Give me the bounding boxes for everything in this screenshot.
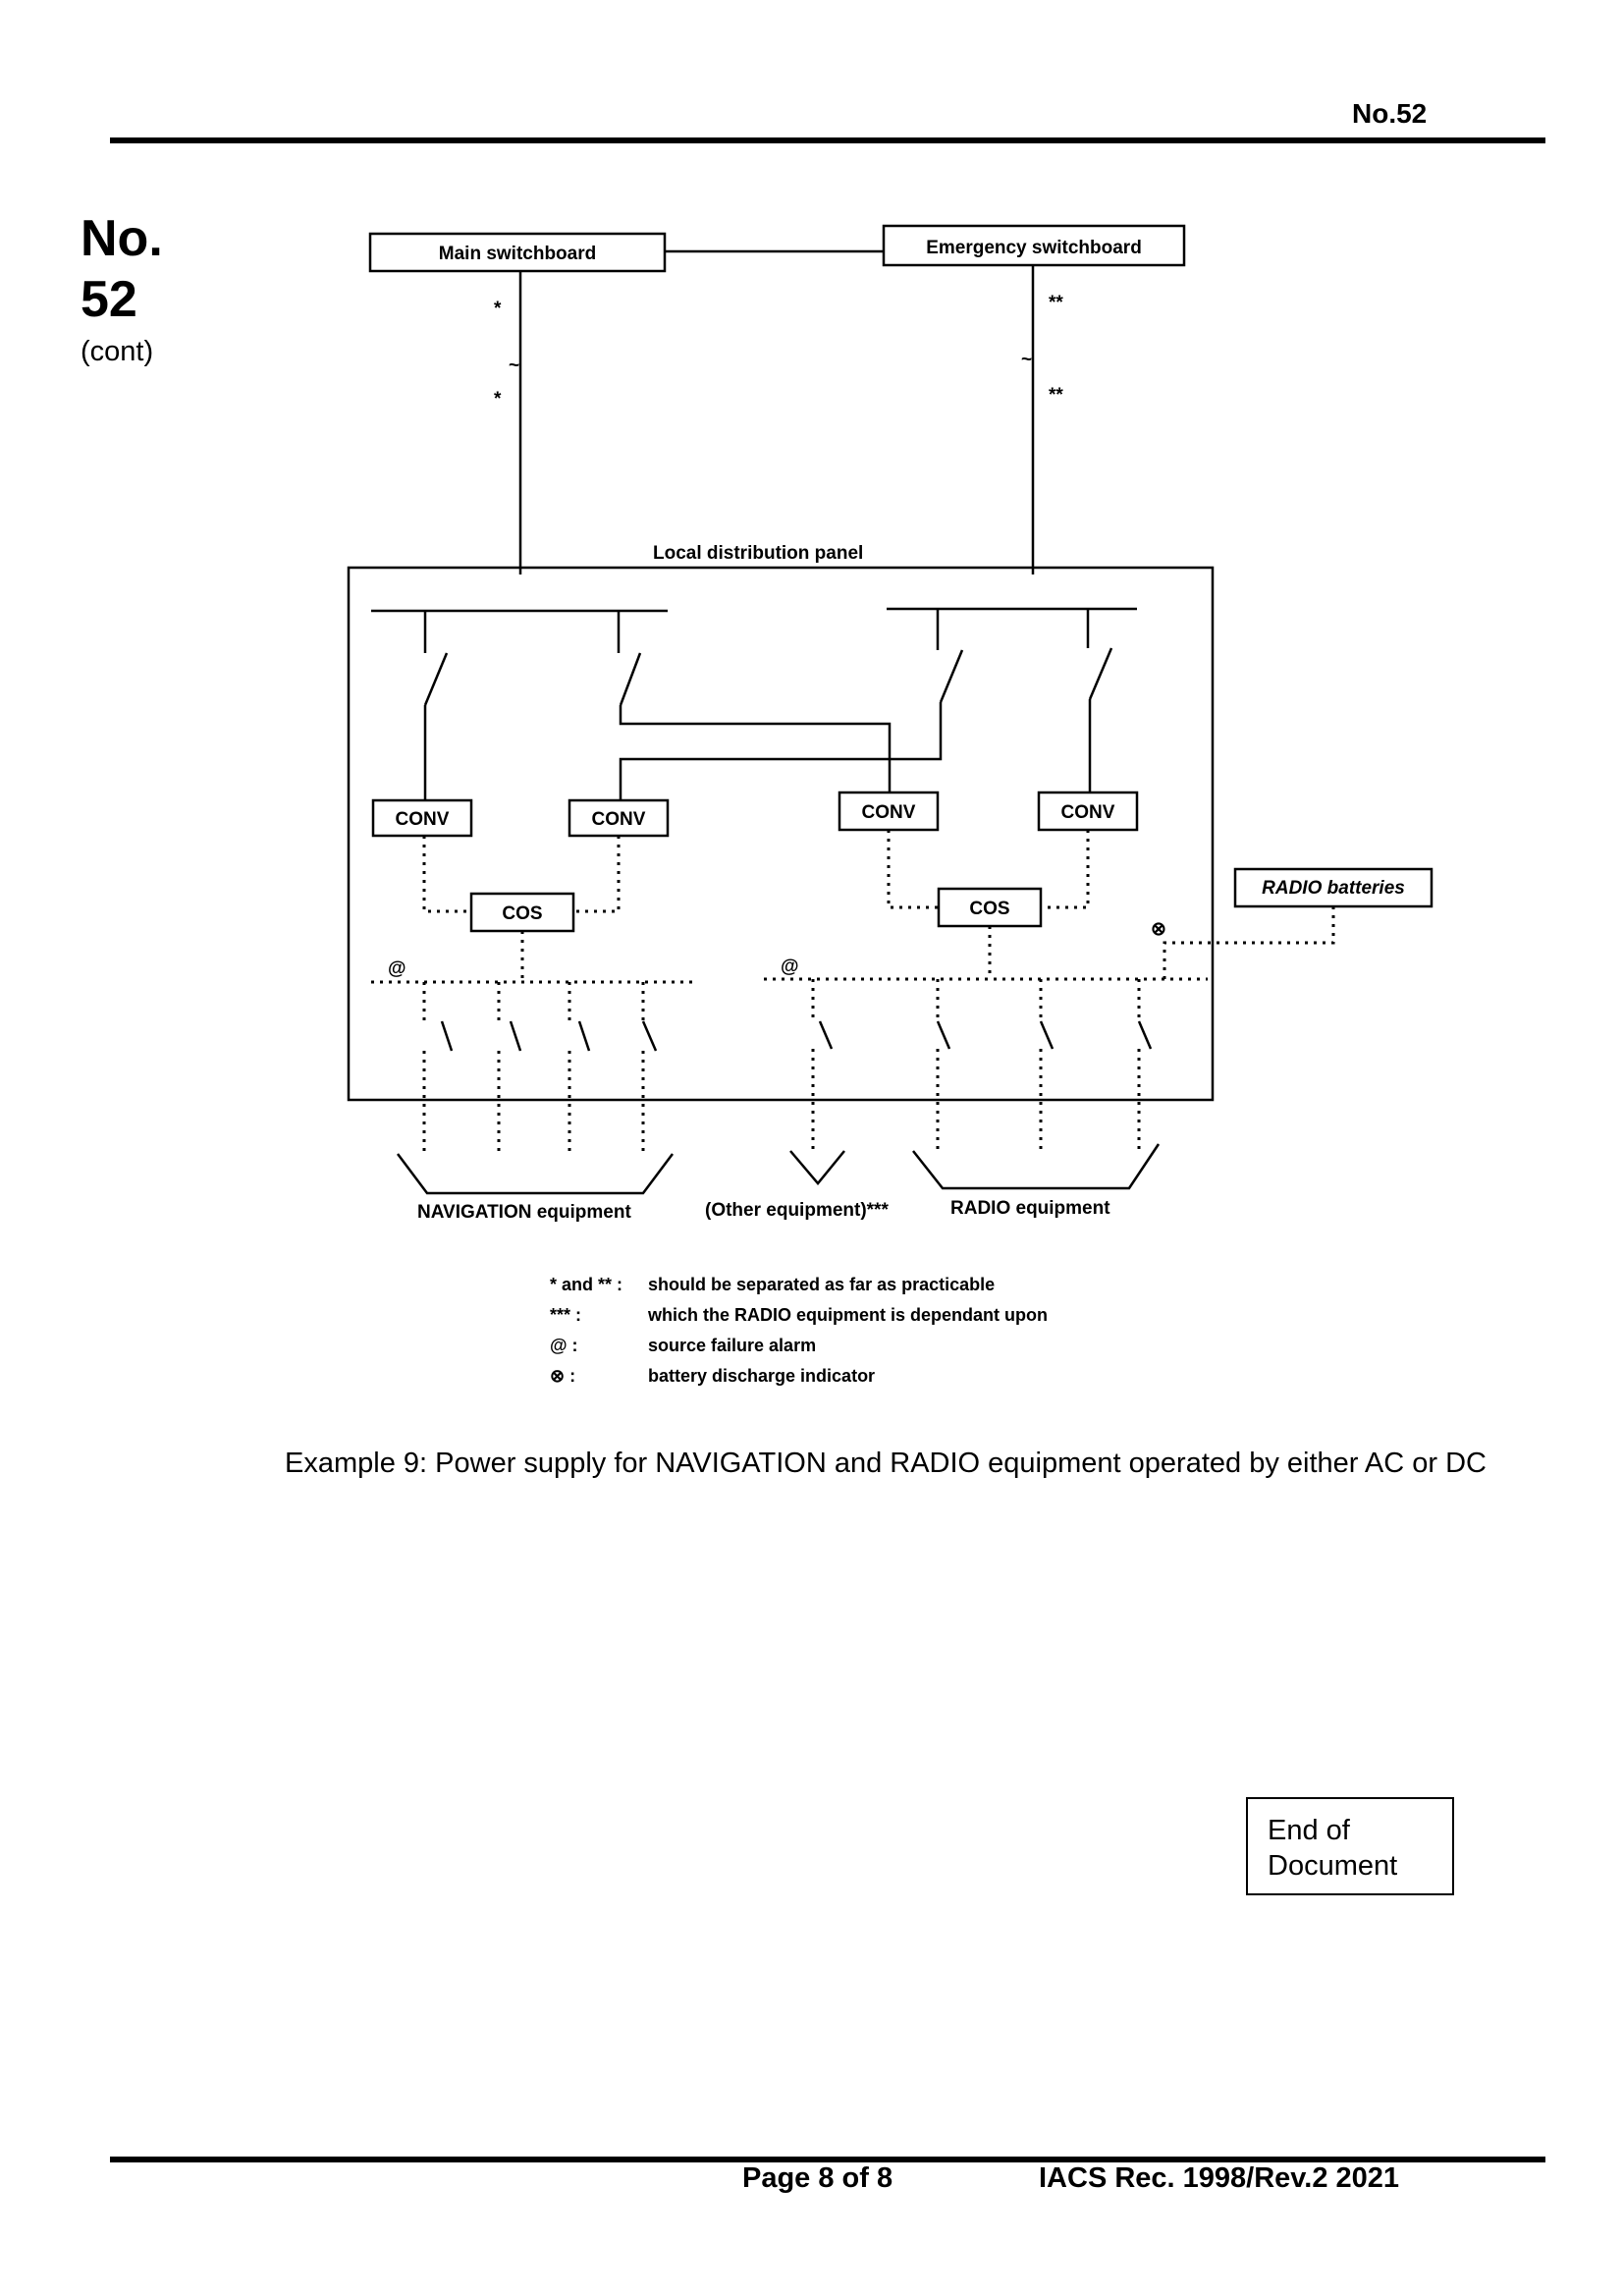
conv-label-4: CONV [1061, 802, 1115, 823]
other-equipment-label: (Other equipment)*** [705, 1200, 889, 1221]
local-panel-box [347, 566, 1215, 1102]
other-equipment-arrow [789, 1150, 845, 1185]
cos-label-1: COS [502, 903, 542, 924]
main-switchboard-label: Main switchboard [439, 244, 596, 264]
radio-batteries-label: RADIO batteries [1262, 878, 1405, 899]
emergency-feeder-mark-1: ** [1049, 293, 1063, 313]
conv-label-2: CONV [592, 809, 646, 830]
end-of-document-box: End of Document [1246, 1797, 1454, 1895]
emergency-feeder-tilde: ~ [1021, 350, 1032, 370]
legend-key-4: ⊗ : [550, 1366, 575, 1386]
footer-rec-reference: IACS Rec. 1998/Rev.2 2021 [1039, 2162, 1400, 2194]
navigation-bracket [397, 1153, 674, 1195]
legend-text-2: which the RADIO equipment is dependant u… [647, 1305, 1048, 1325]
legend-key-3: @ : [550, 1336, 578, 1355]
cos-label-2: COS [969, 899, 1009, 919]
legend-text-1: should be separated as far as practicabl… [648, 1275, 995, 1294]
diagram-legend: * and ** : should be separated as far as… [550, 1275, 1048, 1386]
emergency-feeder-mark-2: ** [1049, 385, 1063, 406]
main-feeder-mark-1: * [494, 299, 502, 319]
legend-key-1: * and ** : [550, 1275, 622, 1294]
footer-rule [110, 2157, 1545, 2162]
footer-page-number: Page 8 of 8 [742, 2162, 893, 2194]
conv-label-1: CONV [396, 809, 450, 830]
power-supply-diagram: Main switchboard Emergency switchboard *… [347, 224, 1434, 1386]
legend-key-2: *** : [550, 1305, 581, 1325]
local-panel-label: Local distribution panel [653, 543, 863, 564]
legend-text-4: battery discharge indicator [648, 1366, 875, 1386]
legend-text-3: source failure alarm [648, 1336, 816, 1355]
radio-output-switches [818, 1020, 1153, 1050]
navigation-equipment-label: NAVIGATION equipment [417, 1202, 631, 1223]
battery-discharge-indicator: ⊗ [1151, 919, 1166, 940]
emergency-switchboard-label: Emergency switchboard [926, 238, 1142, 258]
side-cont: (cont) [81, 336, 154, 367]
side-number: No. 52 [81, 210, 163, 328]
header-rule [110, 137, 1545, 143]
radio-equipment-label: RADIO equipment [950, 1198, 1110, 1219]
main-feeder-tilde: ~ [509, 355, 519, 376]
conv-label-3: CONV [862, 802, 916, 823]
main-feeder-mark-2: * [494, 389, 502, 410]
radio-source-failure-alarm: @ [781, 957, 799, 977]
radio-bracket [912, 1143, 1161, 1190]
nav-source-failure-alarm: @ [388, 958, 406, 979]
conv-box-1 [371, 798, 473, 838]
nav-output-switches [440, 1020, 658, 1052]
figure-caption: Example 9: Power supply for NAVIGATION a… [285, 1448, 1487, 1479]
header-doc-number: No.52 [1352, 98, 1428, 129]
